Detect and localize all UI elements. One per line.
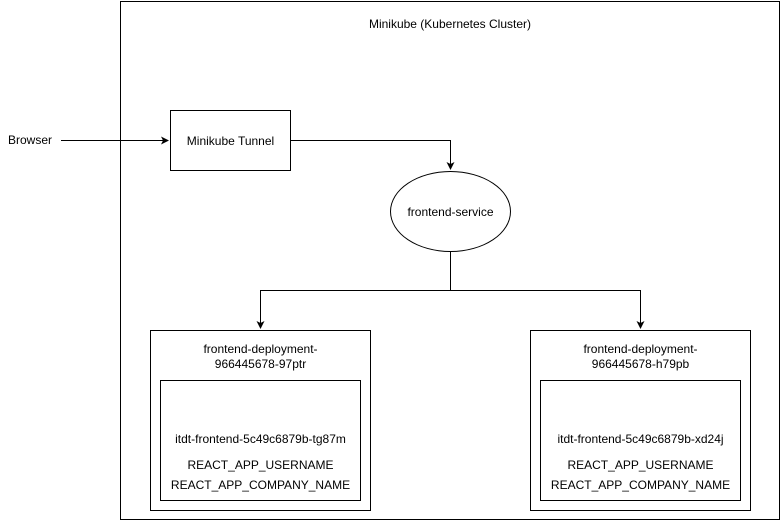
deployment-1-title-line1: frontend-deployment-	[203, 342, 318, 356]
deployment-2-title-line2: 966445678-h79pb	[591, 357, 690, 371]
pod-box-1[interactable]: itdt-frontend-5c49c6879b-tg87m REACT_APP…	[160, 380, 361, 501]
pod-2-name: itdt-frontend-5c49c6879b-xd24j	[557, 432, 724, 446]
browser-label: Browser	[7, 133, 52, 147]
pod-1-env-var: REACT_APP_COMPANY_NAME	[170, 478, 351, 492]
pod-box-2[interactable]: itdt-frontend-5c49c6879b-xd24j REACT_APP…	[540, 380, 741, 501]
deployment-box-1[interactable]: frontend-deployment- 966445678-97ptr itd…	[150, 330, 371, 511]
pod-2-env-var: REACT_APP_COMPANY_NAME	[550, 478, 731, 492]
minikube-tunnel-node[interactable]: Minikube Tunnel	[170, 110, 291, 171]
pod-2-env-var: REACT_APP_USERNAME	[567, 458, 714, 472]
pod-1-env-var: REACT_APP_USERNAME	[187, 458, 334, 472]
deployment-1-title-line2: 966445678-97ptr	[214, 357, 307, 371]
cluster-title: Minikube (Kubernetes Cluster)	[368, 17, 532, 31]
frontend-service-node[interactable]: frontend-service	[390, 171, 511, 252]
frontend-service-label: frontend-service	[407, 204, 494, 219]
pod-1-name: itdt-frontend-5c49c6879b-tg87m	[175, 432, 346, 446]
minikube-tunnel-label: Minikube Tunnel	[186, 133, 275, 148]
deployment-box-2[interactable]: frontend-deployment- 966445678-h79pb itd…	[530, 330, 751, 511]
deployment-2-title-line1: frontend-deployment-	[583, 342, 698, 356]
